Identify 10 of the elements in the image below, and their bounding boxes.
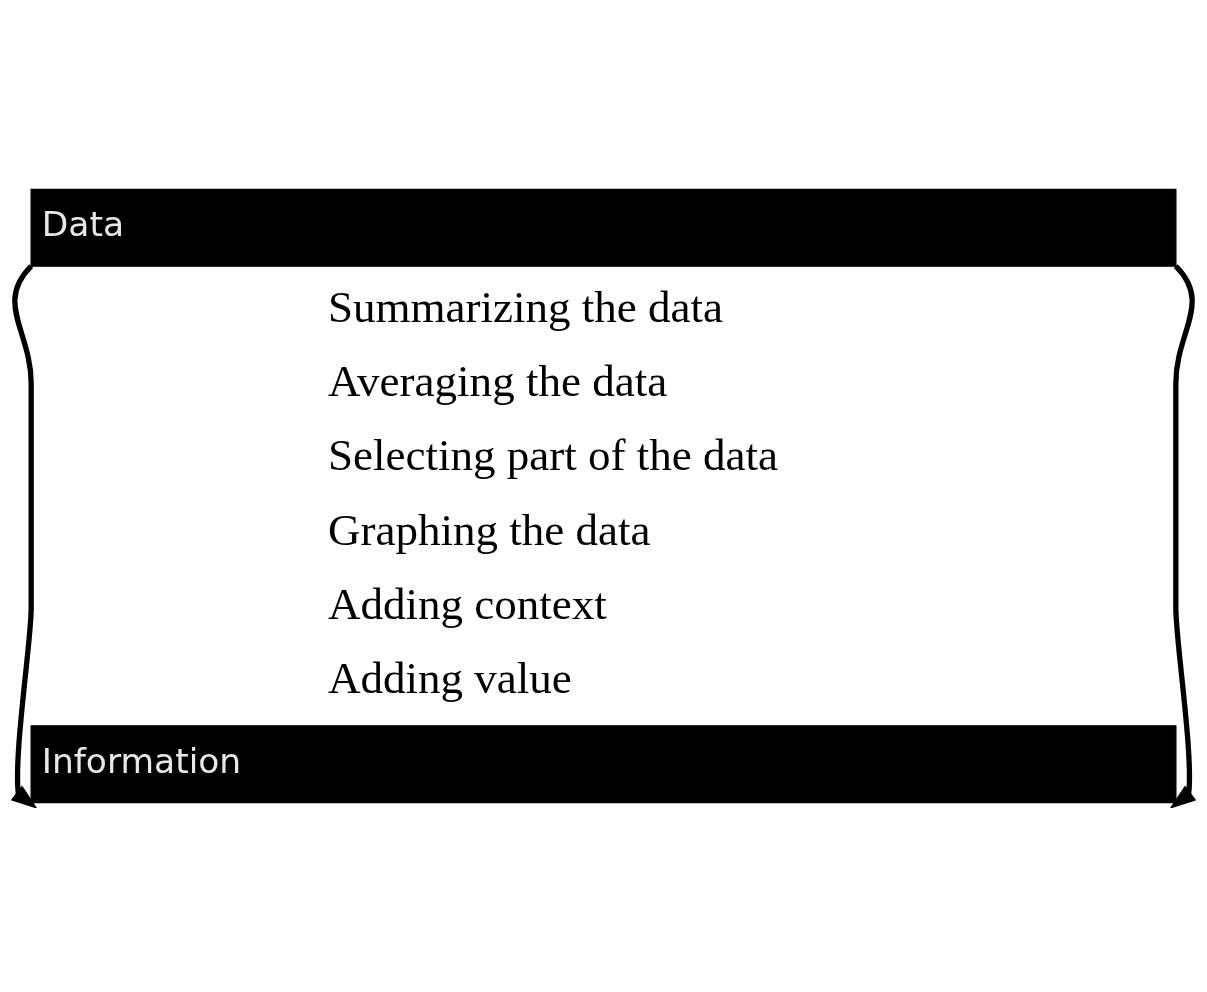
node-box: Information bbox=[30, 725, 1177, 804]
node-box: Data bbox=[30, 188, 1177, 267]
label: Selecting part of the data bbox=[327, 430, 779, 481]
label: Adding value bbox=[327, 653, 572, 703]
label: Averaging the data bbox=[327, 356, 668, 407]
label: Summarizing the data bbox=[327, 282, 724, 333]
arrow bbox=[10, 264, 38, 808]
arrow bbox=[1169, 264, 1197, 808]
label: Adding context bbox=[327, 578, 607, 629]
label: Graphing the data bbox=[327, 504, 651, 555]
